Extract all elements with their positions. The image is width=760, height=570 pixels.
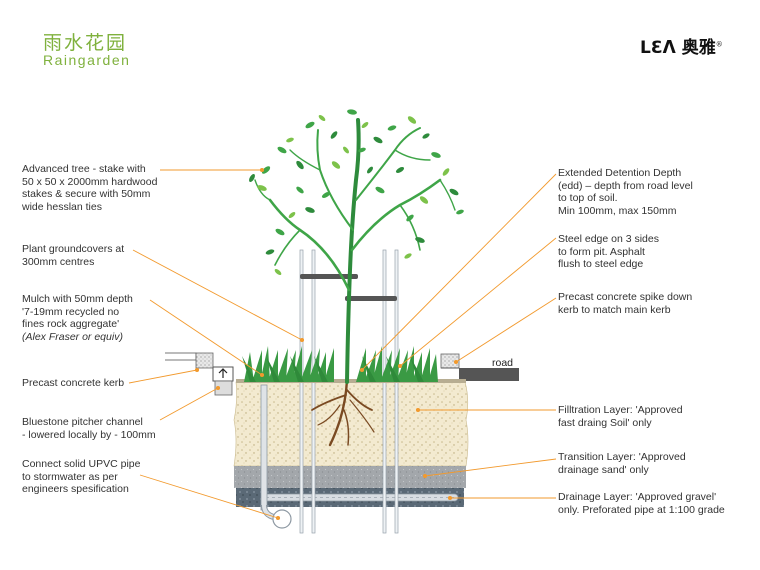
label-groundcovers: Plant groundcovers at 300mm centres <box>22 243 125 268</box>
leader-lines <box>128 167 557 521</box>
title-chinese: 雨水花园 <box>43 32 128 54</box>
tree-leaves <box>249 109 464 275</box>
road-label: road <box>492 357 514 369</box>
tree-roots <box>311 378 375 447</box>
label-upvc-pipe: Connect solid UPVC pipe to stormwater as… <box>22 458 141 495</box>
label-extended-detention: Extended Detention Depth (edd) – depth f… <box>558 167 693 217</box>
brand-logo: LꜪᐱ 奥雅® <box>640 33 723 58</box>
label-drainage-layer: Drainage Layer: 'Approved gravel' only. … <box>558 491 725 516</box>
logo-text: LꜪᐱ 奥雅 <box>640 38 716 58</box>
label-pitcher-channel: Bluestone pitcher channel - lowered loca… <box>22 416 156 441</box>
transition-layer <box>234 466 466 488</box>
label-mulch: Mulch with 50mm depth '7-19mm recycled n… <box>22 293 133 330</box>
label-filtration-layer: Filltration Layer: 'Approved fast draing… <box>558 404 683 429</box>
tree <box>254 118 456 384</box>
perforated-pipe <box>261 493 459 502</box>
label-steel-edge: Steel edge on 3 sides to form pit. Aspha… <box>558 233 659 270</box>
groundcovers <box>242 346 438 382</box>
left-kerb <box>165 352 234 396</box>
logo-registered-mark: ® <box>715 40 723 49</box>
tree-stakes <box>299 249 399 534</box>
label-spike-kerb: Precast concrete spike down kerb to matc… <box>558 291 693 316</box>
title-english: Raingarden <box>43 52 131 68</box>
right-kerb-road <box>236 353 519 383</box>
label-advanced-tree: Advanced tree - stake with 50 x 50 x 200… <box>22 163 158 213</box>
label-concrete-kerb: Precast concrete kerb <box>22 377 125 389</box>
label-transition-layer: Transition Layer: 'Approved drainage san… <box>558 451 686 476</box>
label-mulch-note: (Alex Fraser or equiv) <box>22 331 123 343</box>
